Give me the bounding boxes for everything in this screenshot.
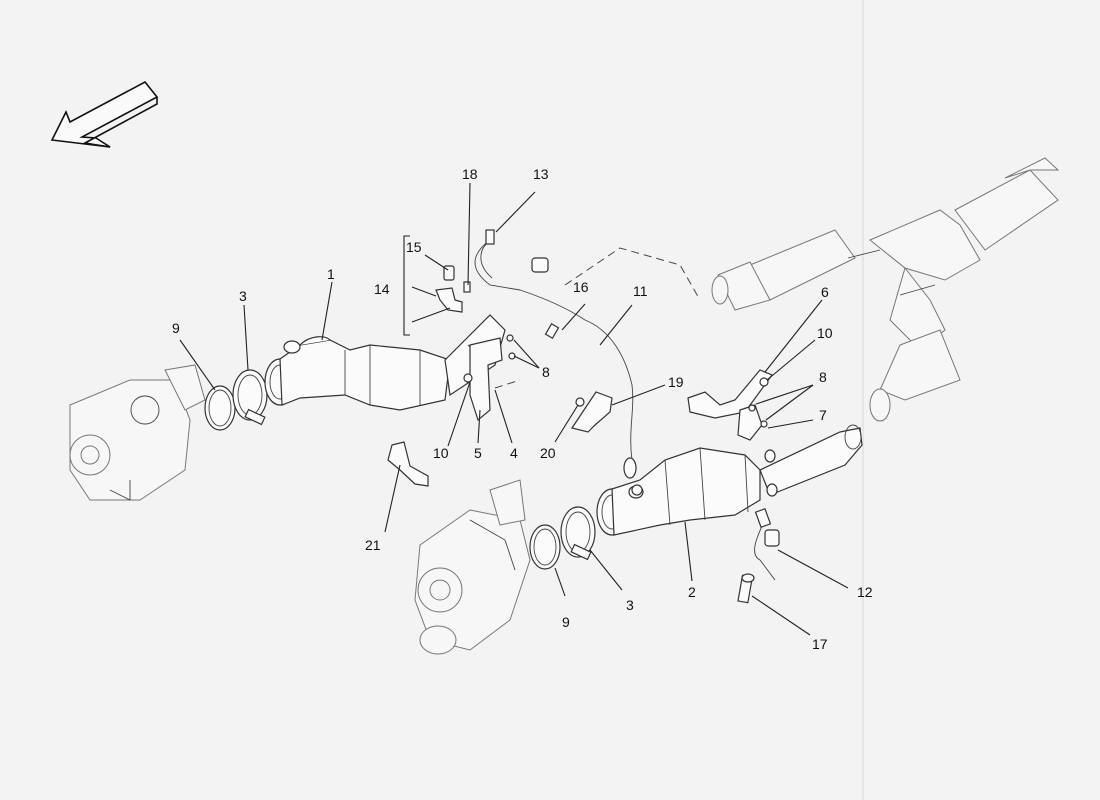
bracket-19-20 <box>571 391 613 433</box>
callout-10-left: 10 <box>433 445 449 461</box>
callout-3-right: 3 <box>626 597 634 613</box>
callout-11: 11 <box>633 283 648 299</box>
gasket-left <box>204 385 236 431</box>
callout-10-right: 10 <box>817 325 833 341</box>
catalytic-converter-left <box>264 314 506 411</box>
callout-18: 18 <box>462 166 478 182</box>
bracket-6-7 <box>687 369 773 441</box>
bracket-4-5 <box>463 334 516 422</box>
callout-16: 16 <box>573 279 589 295</box>
callout-1: 1 <box>327 266 335 282</box>
callout-4: 4 <box>510 445 518 461</box>
callout-21: 21 <box>365 537 381 553</box>
gasket-right <box>529 524 561 570</box>
callout-8-right: 8 <box>819 369 827 385</box>
phantom-pipe-line <box>564 247 701 301</box>
rear-exhaust-assembly <box>711 157 1060 422</box>
callout-9-left: 9 <box>172 320 180 336</box>
direction-arrow-icon <box>50 80 159 148</box>
callout-15: 15 <box>406 239 422 255</box>
callout-7: 7 <box>819 407 827 423</box>
callout-20: 20 <box>540 445 556 461</box>
callout-8-left: 8 <box>542 364 550 380</box>
connector-13 <box>485 229 495 245</box>
callout-13: 13 <box>533 166 549 182</box>
callout-14: 14 <box>374 281 390 297</box>
bracket-14 <box>435 265 471 313</box>
clamp-left <box>232 369 268 426</box>
clamp-right <box>560 506 596 561</box>
callout-9-right: 9 <box>562 614 570 630</box>
catalytic-converter-right <box>596 424 863 536</box>
callout-2: 2 <box>688 584 696 600</box>
left-turbocharger <box>69 364 206 501</box>
leader-lines <box>179 182 849 636</box>
phantom-bracket-line <box>494 379 521 389</box>
group-bracket-14 <box>403 235 410 336</box>
sensor-17 <box>737 573 755 604</box>
lambda-sensor-12 <box>754 508 780 581</box>
callout-17: 17 <box>812 636 828 652</box>
oxygen-sensor-harness <box>474 229 643 496</box>
callout-12: 12 <box>857 584 873 600</box>
callout-6: 6 <box>821 284 829 300</box>
callout-5: 5 <box>474 445 482 461</box>
right-turbocharger <box>414 479 531 655</box>
callout-19: 19 <box>668 374 684 390</box>
bracket-21 <box>387 441 429 487</box>
callout-3-left: 3 <box>239 288 247 304</box>
